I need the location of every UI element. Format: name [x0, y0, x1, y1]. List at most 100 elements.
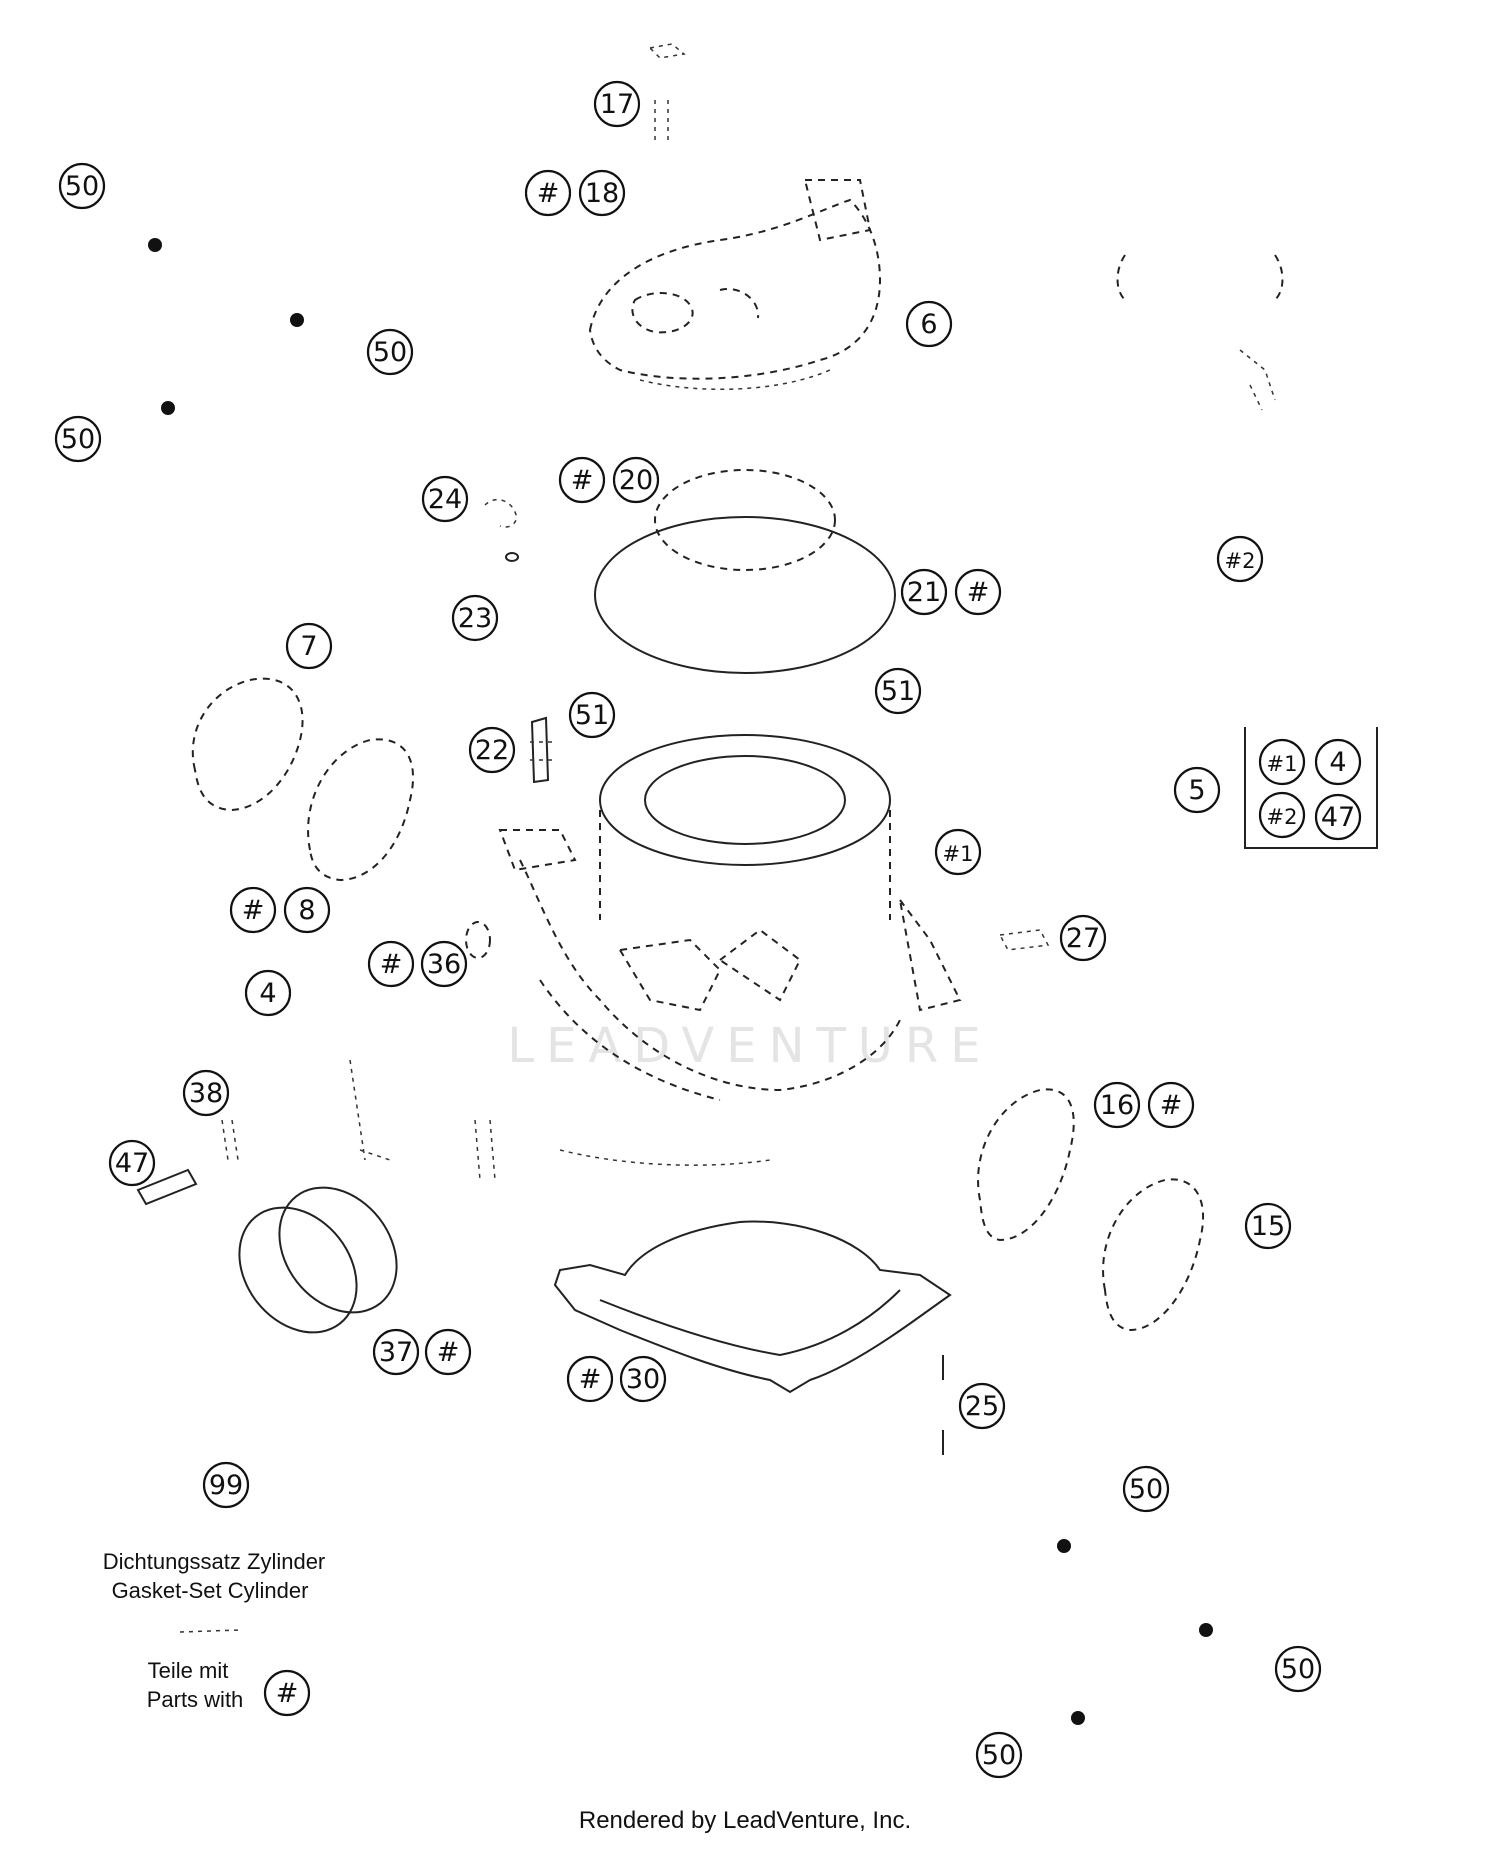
- callout-number: #: [276, 1678, 299, 1709]
- part-7-exhaust-flange: [191, 677, 304, 812]
- part-37-o-rings: [238, 1186, 398, 1334]
- cylinder-body: [349, 734, 962, 1181]
- part-16-cover-gasket: [977, 1088, 1075, 1242]
- callout-18: 18: [578, 169, 626, 217]
- part-38-spring: [221, 1119, 239, 1161]
- callout-number: 6: [920, 309, 937, 340]
- callout-circle: [372, 1328, 420, 1376]
- callout-99: 99: [202, 1461, 250, 1509]
- part-30-base-gasket: [553, 1220, 952, 1394]
- callout-50: 50: [1274, 1645, 1322, 1693]
- part-21-o-ring: [594, 516, 896, 674]
- callout-circle: [202, 1461, 250, 1509]
- callout-number: #2: [1267, 805, 1298, 829]
- callout-number: 23: [458, 603, 492, 634]
- callout-hash2: #2: [1216, 535, 1264, 583]
- callout-hash: #: [263, 1669, 311, 1717]
- callout-number: 15: [1251, 1211, 1285, 1242]
- callout-circle: [421, 475, 469, 523]
- part-6-cylinder-head: [588, 179, 882, 391]
- callout-hash: #: [524, 169, 572, 217]
- callout-number: 37: [379, 1337, 413, 1368]
- callout-number: 27: [1066, 923, 1100, 954]
- part-17-bolt: [648, 43, 686, 145]
- callout-50: 50: [54, 415, 102, 463]
- callout-22: 22: [468, 726, 516, 774]
- part-47-pin: [136, 1168, 198, 1206]
- callout-number: 24: [428, 484, 462, 515]
- callout-circle: [1216, 535, 1264, 583]
- callout-number: 17: [600, 89, 634, 120]
- callout-hash: #: [424, 1328, 472, 1376]
- callout-17: 17: [593, 80, 641, 128]
- callout-hash2: #2: [1258, 791, 1306, 839]
- callout-number: #: [1160, 1090, 1183, 1121]
- callout-hash: #: [1147, 1081, 1195, 1129]
- part-8-exhaust-gasket: [307, 738, 415, 882]
- callout-number: 22: [475, 735, 509, 766]
- callout-circle: [366, 328, 414, 376]
- legend-parts-with-en: Parts with: [147, 1687, 244, 1712]
- callout-hash: #: [566, 1355, 614, 1403]
- callout-circle: [874, 667, 922, 715]
- callout-circle: [54, 415, 102, 463]
- callout-circle: [954, 568, 1002, 616]
- callout-circle: [1314, 738, 1362, 786]
- callout-21: 21: [900, 568, 948, 616]
- callout-hash: #: [558, 456, 606, 504]
- callout-circle: [568, 691, 616, 739]
- callout-number: 50: [65, 171, 99, 202]
- callout-number: #1: [943, 842, 974, 866]
- callout-20: 20: [612, 456, 660, 504]
- callout-51: 51: [874, 667, 922, 715]
- callout-number: #2: [1225, 549, 1256, 573]
- callout-circle: [1258, 791, 1306, 839]
- callout-number: #: [242, 895, 265, 926]
- callout-number: 4: [259, 978, 276, 1009]
- callout-number: 30: [626, 1364, 660, 1395]
- part-27-fitting: [998, 929, 1050, 951]
- callout-number: 50: [1129, 1474, 1163, 1505]
- callout-circle: [905, 300, 953, 348]
- callout-5: 5: [1173, 766, 1221, 814]
- callout-number: 7: [300, 631, 317, 662]
- callout-number: 51: [575, 700, 609, 731]
- callout-circle: [612, 456, 660, 504]
- watermark: LEADVENTURE: [507, 1018, 992, 1074]
- part-24-spring: [484, 498, 519, 562]
- callout-15: 15: [1244, 1202, 1292, 1250]
- callout-hash: #: [954, 568, 1002, 616]
- callout-number: 50: [373, 337, 407, 368]
- part-50-screws: [148, 238, 1213, 1725]
- callout-number: 16: [1100, 1090, 1134, 1121]
- callout-number: 5: [1188, 775, 1205, 806]
- part-36-seal: [465, 921, 491, 959]
- callout-circle: [1314, 793, 1362, 841]
- callout-number: #: [537, 178, 560, 209]
- kit-bracket: [1244, 727, 1378, 849]
- callout-circle: [1059, 914, 1107, 962]
- callout-8: 8: [283, 886, 331, 934]
- callout-51: 51: [568, 691, 616, 739]
- callout-7: 7: [285, 622, 333, 670]
- legend-gasket-set-de: Dichtungssatz Zylinder: [103, 1549, 326, 1574]
- callout-circle: [182, 1069, 230, 1117]
- callout-number: 36: [427, 949, 461, 980]
- callout-circle: [1244, 1202, 1292, 1250]
- callout-circle: [283, 886, 331, 934]
- callout-number: 8: [298, 895, 315, 926]
- callout-number: #: [437, 1337, 460, 1368]
- callout-circle: [229, 886, 277, 934]
- callout-number: #: [571, 465, 594, 496]
- callout-circle: [1173, 766, 1221, 814]
- callout-number: 4: [1329, 747, 1346, 778]
- callout-circle: [1093, 1081, 1141, 1129]
- callout-24: 24: [421, 475, 469, 523]
- callout-50: 50: [58, 162, 106, 210]
- callout-circle: [558, 456, 606, 504]
- callout-circle: [566, 1355, 614, 1403]
- footer-credit: Rendered by LeadVenture, Inc.: [579, 1807, 911, 1834]
- callout-number: #: [380, 949, 403, 980]
- legend-gasket-icon: [179, 1629, 241, 1633]
